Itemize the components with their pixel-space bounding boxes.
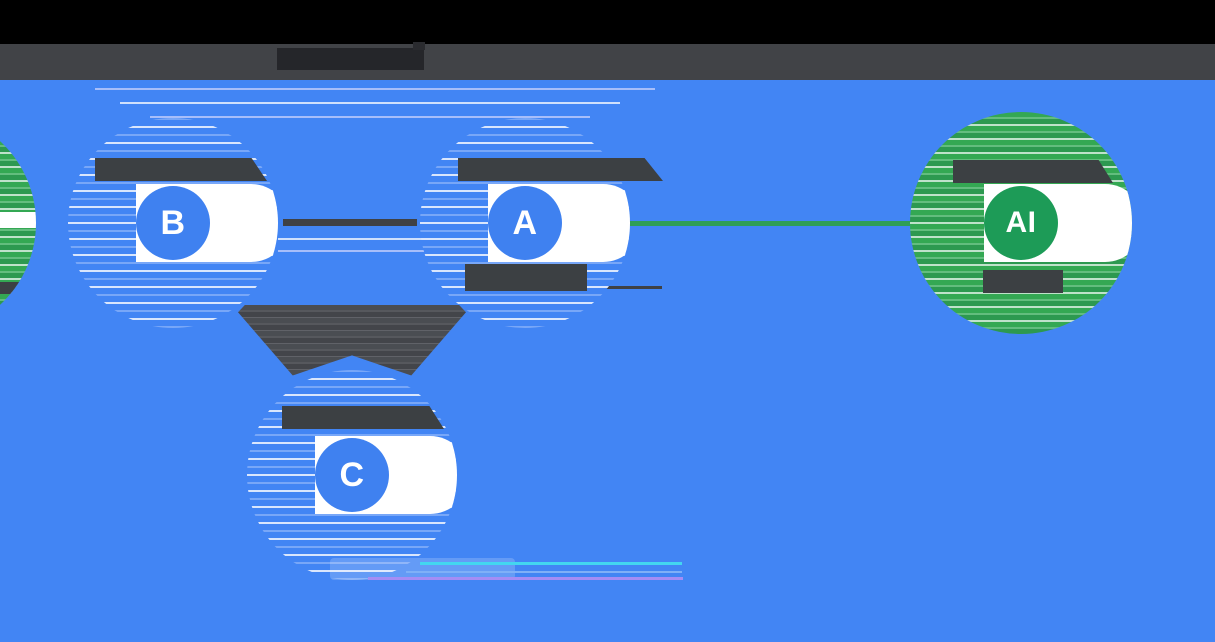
title-band: [0, 44, 1215, 80]
node-c-letter: C: [339, 455, 365, 494]
node-a-letter: A: [512, 203, 538, 242]
interlace-artifact: [120, 102, 620, 104]
partial-green-node: [0, 112, 36, 334]
node-a-disc: A: [488, 186, 562, 260]
interlace-artifact: [278, 238, 494, 240]
diagram-canvas: B A C AI: [0, 80, 1215, 642]
funnel-shape: [238, 305, 466, 376]
connector-a-ai: [608, 221, 910, 226]
node-b-letter: B: [160, 203, 186, 242]
title-text-redacted: [277, 48, 424, 70]
node-a-halo: A: [420, 118, 630, 328]
connector-b-a: [283, 219, 417, 226]
interlace-artifact: [368, 577, 683, 580]
node-c-disc: C: [315, 438, 389, 512]
label-below-a-redacted: [465, 264, 587, 291]
label-above-c-redacted: [282, 406, 444, 429]
connector-tail: [585, 286, 662, 289]
partial-node-label-redacted: [0, 282, 36, 294]
interlace-artifact: [420, 562, 682, 565]
node-c-halo: C: [247, 370, 457, 580]
node-ai-halo: AI: [910, 112, 1132, 334]
node-ai-letter: AI: [1005, 206, 1037, 239]
node-b-disc: B: [136, 186, 210, 260]
label-above-ai-redacted: [953, 160, 1113, 183]
node-ai-disc: AI: [984, 186, 1058, 260]
interlace-artifact: [95, 88, 655, 90]
label-above-a-redacted: [458, 158, 663, 181]
interlace-artifact: [406, 571, 682, 573]
interlace-artifact: [278, 250, 494, 252]
title-superscript-nub: [413, 42, 425, 50]
node-b-halo: B: [68, 118, 278, 328]
label-below-ai-redacted: [983, 270, 1063, 293]
interlace-artifact: [150, 116, 590, 118]
label-above-b-redacted: [95, 158, 267, 181]
partial-node-white-band: [0, 212, 36, 228]
top-black-band: [0, 0, 1215, 44]
